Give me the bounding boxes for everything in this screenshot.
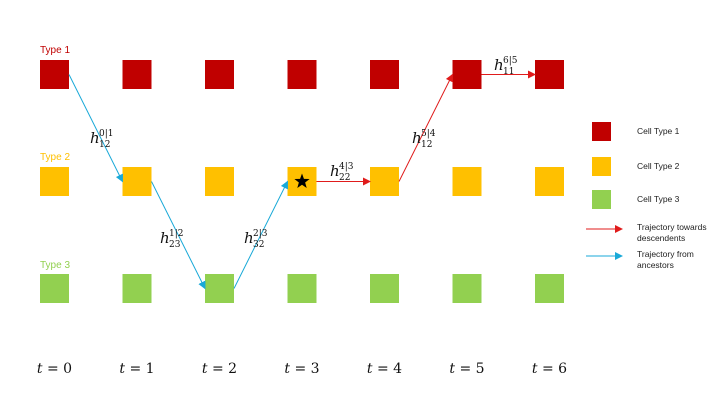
transition-sup-0: 0|1 bbox=[99, 129, 113, 139]
equals-sign: = bbox=[373, 361, 394, 377]
equals-sign: = bbox=[125, 361, 146, 377]
row-label-type-3: Type 3 bbox=[40, 260, 70, 271]
cell-type1-t0 bbox=[40, 60, 69, 89]
cell-type1-t2 bbox=[205, 60, 234, 89]
legend-arrow-label-ancestor-line1: ancestors bbox=[637, 260, 674, 270]
equals-sign: = bbox=[455, 361, 476, 377]
time-value: 0 bbox=[63, 361, 72, 377]
arrow-ancestor-2 bbox=[233, 180, 288, 289]
cell-type1-t3 bbox=[287, 60, 317, 89]
transition-sub-1: 23 bbox=[169, 240, 181, 250]
time-symbol: t bbox=[284, 361, 290, 377]
time-value: 4 bbox=[393, 361, 402, 377]
star-icon bbox=[294, 173, 310, 188]
transition-sub-0: 12 bbox=[99, 140, 110, 150]
time-symbol: t bbox=[37, 361, 43, 377]
transition-sub-5: 11 bbox=[503, 67, 514, 77]
time-label-6: t = 6 bbox=[532, 361, 567, 377]
time-label-2: t = 2 bbox=[202, 361, 237, 377]
legend-swatch-type-2 bbox=[592, 157, 611, 176]
equals-sign: = bbox=[208, 361, 229, 377]
arrow-descendent-4 bbox=[398, 73, 453, 182]
time-symbol: t bbox=[449, 361, 455, 377]
legend-arrow-label-ancestor-line0: Trajectory from bbox=[637, 249, 694, 259]
legend-label-type-1: Cell Type 1 bbox=[637, 126, 680, 136]
transition-sub-2: 32 bbox=[253, 240, 264, 250]
time-symbol: t bbox=[119, 361, 125, 377]
cell-type2-t5 bbox=[452, 167, 482, 196]
time-value: 2 bbox=[228, 361, 237, 377]
legend-arrow-label-descendent-line0: Trajectory towards bbox=[637, 222, 707, 232]
cell-type1-t5 bbox=[452, 60, 482, 89]
cell-type1-t4 bbox=[370, 60, 399, 89]
cell-type2-t1 bbox=[122, 167, 152, 196]
transition-sup-4: 5|4 bbox=[421, 129, 436, 139]
h-symbol: h bbox=[494, 56, 504, 74]
h-symbol: h bbox=[330, 162, 340, 180]
cell-type2-t4 bbox=[370, 167, 399, 196]
cell-type2-t0 bbox=[40, 167, 69, 196]
transition-sup-5: 6|5 bbox=[503, 56, 518, 66]
time-value: 5 bbox=[476, 361, 485, 377]
time-value: 1 bbox=[146, 361, 155, 377]
transition-sub-4: 12 bbox=[421, 140, 432, 150]
time-label-0: t = 0 bbox=[37, 361, 72, 377]
legend-label-type-2: Cell Type 2 bbox=[637, 161, 680, 171]
transition-sup-3: 4|3 bbox=[339, 162, 354, 172]
legend-arrow-label-descendent-line1: descendents bbox=[637, 233, 685, 243]
legend-swatch-type-3 bbox=[592, 190, 611, 209]
cell-type3-t3 bbox=[287, 274, 317, 303]
legend-swatch-type-1 bbox=[592, 122, 611, 141]
row-label-type-2: Type 2 bbox=[40, 152, 70, 163]
time-symbol: t bbox=[367, 361, 373, 377]
row-label-type-1: Type 1 bbox=[40, 45, 70, 56]
cell-type1-t1 bbox=[122, 60, 152, 89]
time-value: 6 bbox=[558, 361, 567, 377]
arrow-ancestor-0 bbox=[68, 74, 123, 183]
arrow-ancestor-1 bbox=[151, 181, 206, 290]
time-symbol: t bbox=[532, 361, 538, 377]
cell-type2-t2 bbox=[205, 167, 234, 196]
time-label-5: t = 5 bbox=[449, 361, 484, 377]
h-symbol: h bbox=[244, 229, 254, 247]
h-symbol: h bbox=[412, 129, 422, 147]
cell-type1-t6 bbox=[535, 60, 564, 89]
transition-sup-2: 2|3 bbox=[253, 229, 268, 239]
time-label-4: t = 4 bbox=[367, 361, 402, 377]
cell-type3-t4 bbox=[370, 274, 399, 303]
time-symbol: t bbox=[202, 361, 208, 377]
time-label-3: t = 3 bbox=[284, 361, 319, 377]
cell-type3-t5 bbox=[452, 274, 482, 303]
legend-label-type-3: Cell Type 3 bbox=[637, 194, 680, 204]
cell-type3-t2 bbox=[205, 274, 234, 303]
h-symbol: h bbox=[160, 229, 170, 247]
h-symbol: h bbox=[90, 129, 100, 147]
transition-sup-1: 1|2 bbox=[169, 229, 183, 239]
cell-type3-t6 bbox=[535, 274, 564, 303]
equals-sign: = bbox=[43, 361, 64, 377]
cell-type3-t1 bbox=[122, 274, 152, 303]
transition-sub-3: 22 bbox=[339, 173, 350, 183]
time-value: 3 bbox=[311, 361, 320, 377]
cell-type2-t6 bbox=[535, 167, 564, 196]
equals-sign: = bbox=[538, 361, 559, 377]
cell-type3-t0 bbox=[40, 274, 69, 303]
time-label-1: t = 1 bbox=[119, 361, 154, 377]
equals-sign: = bbox=[290, 361, 311, 377]
